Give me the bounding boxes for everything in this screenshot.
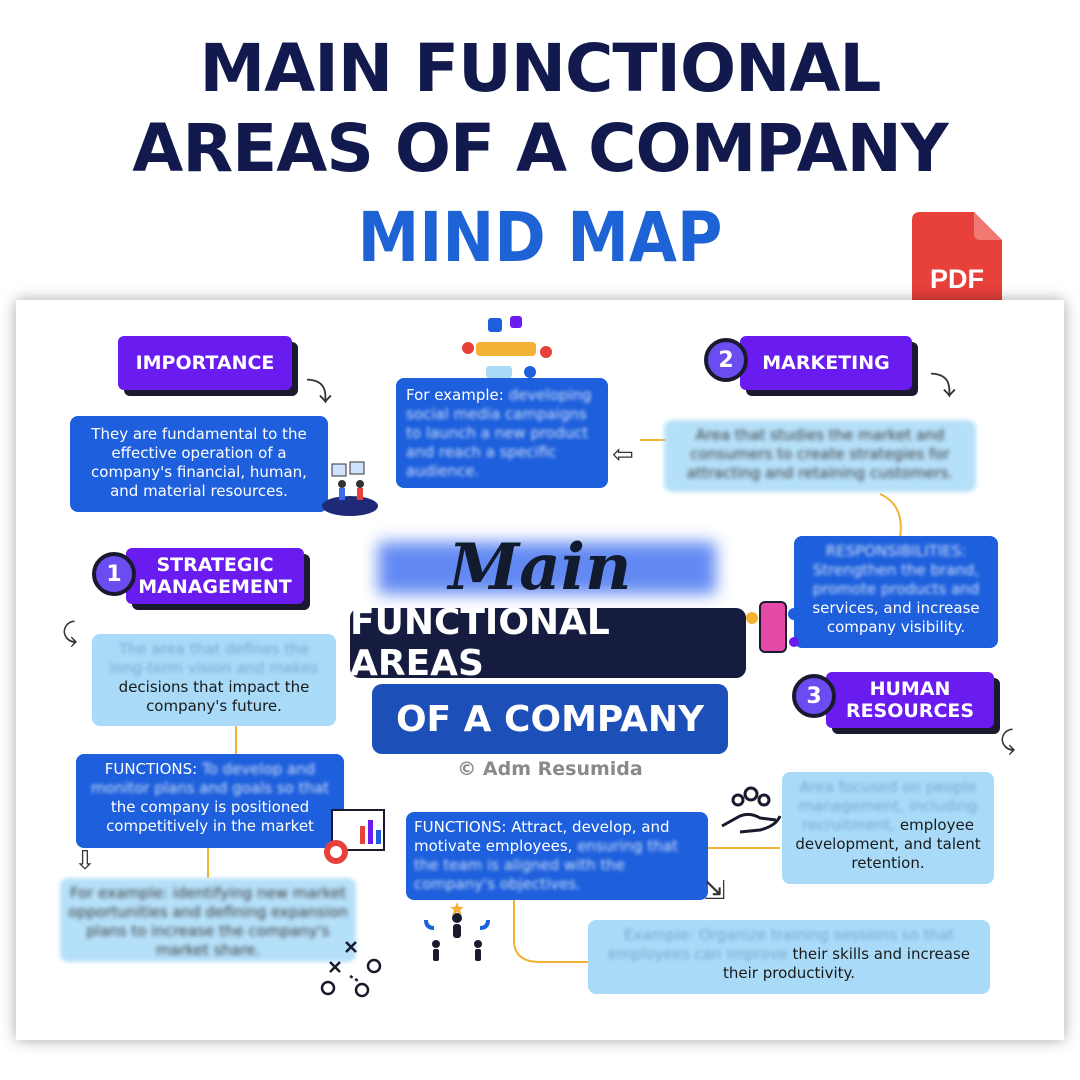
strategic-functions-label: FUNCTIONS: bbox=[104, 760, 198, 778]
curved-arrow-icon: ⤹ bbox=[62, 618, 78, 648]
strategic-definition-blurred: The area that defines the long-term visi… bbox=[109, 640, 319, 677]
strategic-heading-line1: STRATEGIC bbox=[156, 554, 274, 576]
strategic-functions: FUNCTIONS: To develop and monitor plans … bbox=[76, 754, 344, 848]
down-arrow-icon: ⇩ bbox=[74, 846, 96, 876]
human-resources-heading: HUMAN RESOURCES bbox=[826, 672, 994, 728]
center-title-bar-2: OF A COMPANY bbox=[372, 684, 728, 754]
meeting-illustration-icon bbox=[322, 461, 378, 516]
strategic-functions-blurred: To develop and monitor plans and goals s… bbox=[90, 760, 330, 797]
strategic-definition-visible: decisions that impact the company's futu… bbox=[118, 678, 310, 715]
hr-example-visible: their skills and increase their producti… bbox=[722, 945, 971, 982]
social-media-illustration-icon bbox=[462, 316, 552, 378]
importance-text: They are fundamental to the effective op… bbox=[70, 416, 328, 512]
strategic-functions-visible: the company is positioned competitively … bbox=[106, 798, 314, 835]
strategic-heading-line2: MANAGEMENT bbox=[138, 576, 292, 598]
hr-functions-blurred: ensuring that the team is aligned with t… bbox=[414, 837, 678, 893]
center-main-title: Main bbox=[448, 530, 632, 605]
hr-heading-line2: RESOURCES bbox=[845, 700, 975, 722]
credit-text: © Adm Resumida bbox=[457, 758, 643, 780]
curved-arrow-icon: ⤹ bbox=[1000, 726, 1016, 756]
curved-arrow-icon: ⤵ bbox=[306, 378, 333, 408]
phone-social-icon bbox=[746, 601, 800, 653]
title-line-3: MIND MAP bbox=[357, 197, 723, 278]
hr-definition-blurred: Area focused on people management, inclu… bbox=[798, 778, 978, 834]
strategy-play-icon bbox=[320, 941, 382, 998]
marketing-definition: Area that studies the market and consume… bbox=[664, 420, 976, 492]
hr-definition-visible: employee development, and talent retenti… bbox=[795, 816, 981, 872]
importance-heading-label: IMPORTANCE bbox=[135, 352, 275, 374]
hr-functions-visible: FUNCTIONS: Attract, develop, and motivat… bbox=[414, 818, 670, 855]
marketing-responsibilities: RESPONSIBILITIES: Strengthen the brand, … bbox=[794, 536, 998, 648]
strategic-definition: The area that defines the long-term visi… bbox=[92, 634, 336, 726]
hand-people-icon bbox=[721, 786, 782, 834]
number-badge-2: 2 bbox=[704, 338, 748, 382]
marketing-responsibilities-visible: services, and increase company visibilit… bbox=[812, 599, 980, 636]
curved-arrow-icon: ⤵ bbox=[930, 372, 957, 402]
pdf-label: PDF bbox=[930, 264, 984, 294]
pdf-file-icon: PDF bbox=[912, 212, 1002, 322]
marketing-heading-label: MARKETING bbox=[762, 352, 890, 374]
title-line-2: AREAS OF A COMPANY bbox=[132, 110, 948, 187]
left-arrow-icon: ⇦ bbox=[612, 440, 634, 470]
marketing-responsibilities-blurred: RESPONSIBILITIES: Strengthen the brand, … bbox=[812, 542, 980, 598]
hr-example-blurred: Example: Organize training sessions so t… bbox=[607, 926, 955, 963]
presentation-chart-icon bbox=[324, 809, 385, 864]
center-title-bar-1: FUNCTIONAL AREAS bbox=[350, 602, 746, 684]
team-magnet-icon bbox=[424, 902, 490, 961]
strategic-example: For example: identifying new market oppo… bbox=[60, 878, 356, 962]
number-badge-3: 3 bbox=[792, 674, 836, 718]
down-arrow-icon: ⇲ bbox=[704, 876, 726, 906]
importance-heading: IMPORTANCE bbox=[118, 336, 292, 390]
hr-example: Example: Organize training sessions so t… bbox=[588, 920, 990, 994]
marketing-example-blurred: developing social media campaigns to lau… bbox=[406, 386, 592, 480]
marketing-heading: MARKETING bbox=[740, 336, 912, 390]
hr-definition: Area focused on people management, inclu… bbox=[782, 772, 994, 884]
strategic-management-heading: STRATEGIC MANAGEMENT bbox=[126, 548, 304, 604]
title-line-1: MAIN FUNCTIONAL bbox=[199, 30, 882, 107]
marketing-example: For example: developing social media cam… bbox=[396, 378, 608, 488]
hr-functions: FUNCTIONS: Attract, develop, and motivat… bbox=[406, 812, 708, 900]
hr-heading-line1: HUMAN bbox=[869, 678, 951, 700]
main-highlight bbox=[378, 542, 716, 594]
marketing-example-label: For example: bbox=[406, 386, 504, 404]
number-badge-1: 1 bbox=[92, 552, 136, 596]
